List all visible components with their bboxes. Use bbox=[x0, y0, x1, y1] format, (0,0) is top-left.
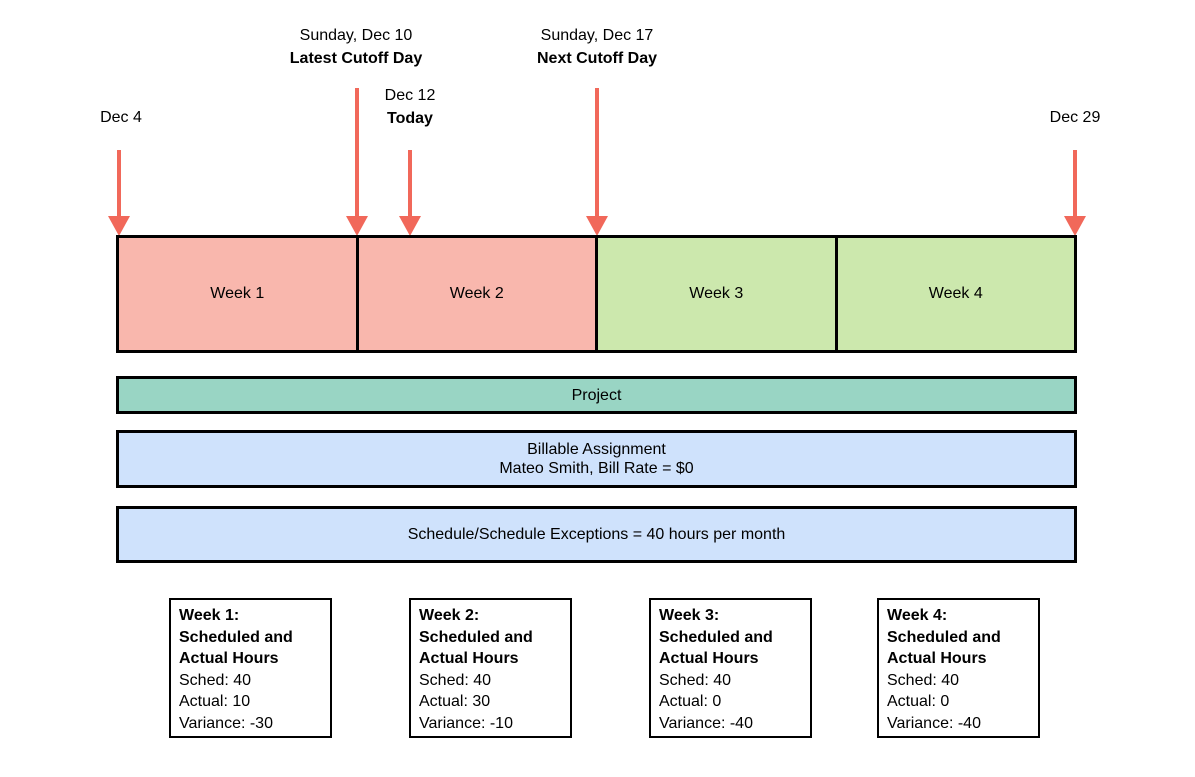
week-1-label: Week 1 bbox=[210, 285, 265, 302]
summary-heading: Week 3: bbox=[659, 607, 720, 624]
arrow-head bbox=[586, 216, 608, 236]
week-4-summary-box: Week 4: Scheduled and Actual Hours Sched… bbox=[877, 598, 1040, 738]
arrow-head bbox=[346, 216, 368, 236]
end-date-label: Dec 29 bbox=[1049, 109, 1101, 126]
summary-variance: Variance: -10 bbox=[419, 714, 513, 732]
next-cutoff-title: Next Cutoff Day bbox=[536, 50, 658, 67]
week-3-summary-box: Week 3: Scheduled and Actual Hours Sched… bbox=[649, 598, 812, 738]
project-bar: Project bbox=[116, 376, 1077, 414]
summary-sched: Sched: 40 bbox=[887, 671, 960, 689]
arrow-head bbox=[108, 216, 130, 236]
assignment-detail: Mateo Smith, Bill Rate = $0 bbox=[499, 460, 694, 477]
start-date-arrow-icon bbox=[108, 150, 130, 236]
summary-actual: Actual: 10 bbox=[179, 693, 251, 710]
arrow-head bbox=[399, 216, 421, 236]
arrow-shaft bbox=[1073, 150, 1077, 218]
summary-heading: Actual Hours bbox=[179, 650, 279, 667]
arrow-shaft bbox=[408, 150, 412, 218]
arrow-shaft bbox=[595, 88, 599, 218]
summary-sched: Sched: 40 bbox=[419, 671, 492, 689]
summary-actual: Actual: 0 bbox=[887, 693, 950, 710]
summary-variance: Variance: -30 bbox=[179, 714, 273, 732]
latest-cutoff-title: Latest Cutoff Day bbox=[289, 50, 423, 67]
week-4-label: Week 4 bbox=[928, 285, 983, 302]
week-4-cell: Week 4 bbox=[834, 238, 1074, 350]
week-1-cell: Week 1 bbox=[119, 238, 356, 350]
week-2-label: Week 2 bbox=[449, 285, 504, 302]
today-label: Dec 12 Today bbox=[385, 84, 436, 130]
next-cutoff-date: Sunday, Dec 17 bbox=[540, 27, 654, 44]
summary-heading: Week 4: bbox=[887, 607, 948, 624]
summary-heading: Week 2: bbox=[419, 607, 480, 624]
today-arrow-icon bbox=[399, 150, 421, 236]
week-1-summary-box: Week 1: Scheduled and Actual Hours Sched… bbox=[169, 598, 332, 738]
summary-sched: Sched: 40 bbox=[179, 671, 252, 689]
billable-assignment-bar: Billable Assignment Mateo Smith, Bill Ra… bbox=[116, 430, 1077, 488]
today-title: Today bbox=[387, 110, 433, 127]
summary-actual: Actual: 0 bbox=[659, 693, 722, 710]
latest-cutoff-label: Sunday, Dec 10 Latest Cutoff Day bbox=[290, 24, 422, 70]
schedule-bar: Schedule/Schedule Exceptions = 40 hours … bbox=[116, 506, 1077, 563]
summary-heading: Scheduled and bbox=[419, 628, 533, 646]
summary-actual: Actual: 30 bbox=[419, 693, 491, 710]
project-label: Project bbox=[571, 386, 622, 404]
next-cutoff-label: Sunday, Dec 17 Next Cutoff Day bbox=[537, 24, 657, 70]
week-3-label: Week 3 bbox=[689, 285, 744, 302]
summary-sched: Sched: 40 bbox=[659, 671, 732, 689]
schedule-label: Schedule/Schedule Exceptions = 40 hours … bbox=[407, 526, 786, 543]
summary-heading: Scheduled and bbox=[179, 628, 293, 646]
summary-variance: Variance: -40 bbox=[659, 714, 753, 732]
summary-heading: Actual Hours bbox=[419, 650, 519, 667]
arrow-head bbox=[1064, 216, 1086, 236]
week-2-cell: Week 2 bbox=[355, 238, 595, 350]
week-2-summary-box: Week 2: Scheduled and Actual Hours Sched… bbox=[409, 598, 572, 738]
week-3-cell: Week 3 bbox=[595, 238, 835, 350]
latest-cutoff-date: Sunday, Dec 10 bbox=[299, 27, 413, 44]
summary-heading: Scheduled and bbox=[659, 628, 773, 646]
end-date-arrow-icon bbox=[1064, 150, 1086, 236]
today-date: Dec 12 bbox=[384, 87, 436, 104]
weeks-timeline-bar: Week 1 Week 2 Week 3 Week 4 bbox=[116, 235, 1077, 353]
arrow-shaft bbox=[117, 150, 121, 218]
summary-heading: Actual Hours bbox=[887, 650, 987, 667]
latest-cutoff-arrow-icon bbox=[346, 88, 368, 236]
summary-heading: Actual Hours bbox=[659, 650, 759, 667]
summary-heading: Scheduled and bbox=[887, 628, 1001, 646]
next-cutoff-arrow-icon bbox=[586, 88, 608, 236]
summary-variance: Variance: -40 bbox=[887, 714, 981, 732]
assignment-title: Billable Assignment bbox=[527, 441, 666, 458]
start-date-label: Dec 4 bbox=[100, 109, 142, 126]
summary-heading: Week 1: bbox=[179, 607, 240, 624]
arrow-shaft bbox=[355, 88, 359, 218]
